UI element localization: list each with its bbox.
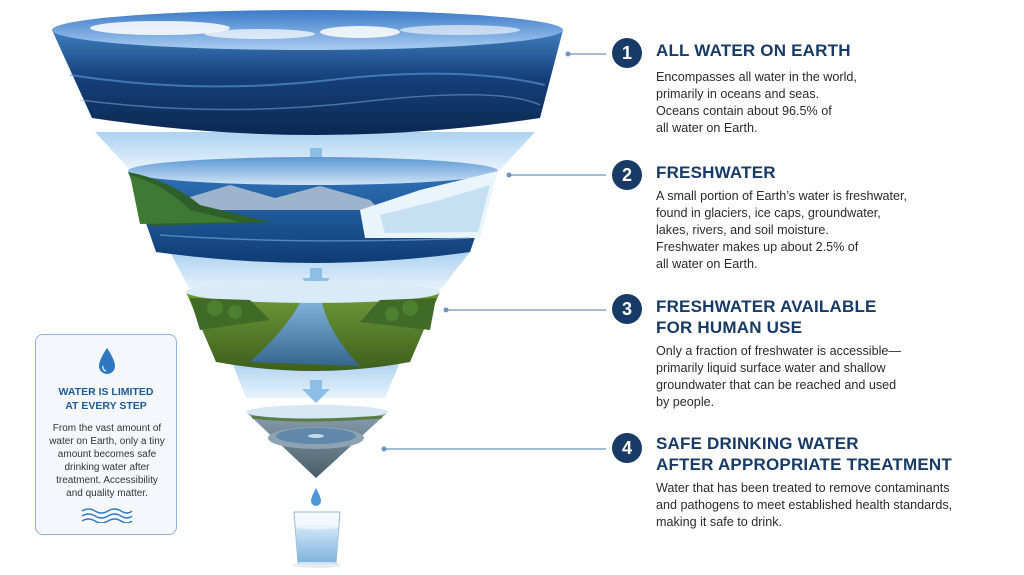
step-1-description: Encompasses all water in the world, prim… xyxy=(656,70,857,135)
step-2-title: FRESHWATER xyxy=(656,163,776,182)
connector-1 xyxy=(565,51,606,57)
step-1-number-badge: 1 xyxy=(612,38,642,68)
waves-icon xyxy=(81,508,133,523)
step-2-description: A small portion of Earth’s water is fres… xyxy=(656,189,908,271)
falling-drop-icon xyxy=(311,488,321,506)
glass-of-water-icon xyxy=(293,511,341,568)
water-drop-icon xyxy=(99,348,115,374)
info-callout-box: WATER IS LIMITED AT EVERY STEP From the … xyxy=(35,334,177,535)
connector-2 xyxy=(506,172,606,178)
tier-freshwater-lake xyxy=(128,157,498,263)
tier-ocean xyxy=(52,10,563,135)
down-arrow-icon xyxy=(302,380,330,403)
info-callout-text: From the vast amount of water on Earth, … xyxy=(49,423,165,499)
info-callout-title: WATER IS LIMITED AT EVERY STEP xyxy=(58,386,154,412)
step-3-title: FRESHWATER AVAILABLE FOR HUMAN USE xyxy=(656,297,877,337)
step-4-description: Water that has been treated to remove co… xyxy=(656,481,953,529)
connector-4 xyxy=(381,446,606,452)
step-4-number-badge: 4 xyxy=(612,433,642,463)
step-4-title: SAFE DRINKING WATER AFTER APPROPRIATE TR… xyxy=(656,434,952,474)
step-3-number-badge: 3 xyxy=(612,294,642,324)
tier-river-valley xyxy=(186,281,440,371)
connector-3 xyxy=(443,307,606,313)
step-1-title: ALL WATER ON EARTH xyxy=(656,41,851,60)
tier-treatment-plant xyxy=(246,405,388,478)
step-2-number-badge: 2 xyxy=(612,160,642,190)
step-3-description: Only a fraction of freshwater is accessi… xyxy=(656,344,901,409)
